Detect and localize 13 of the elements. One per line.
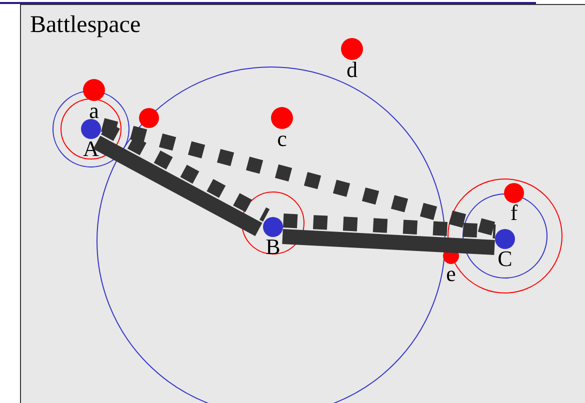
panel-background [20, 4, 585, 403]
point-label: c [277, 129, 287, 150]
point-label: C [498, 249, 512, 270]
point-label: d [346, 60, 358, 81]
point-label: B [266, 237, 280, 258]
point-label: A [83, 139, 99, 160]
point-label: f [510, 203, 518, 224]
route-line [93, 136, 262, 236]
panel-title: Battlespace [30, 13, 141, 37]
route-line [282, 229, 495, 255]
point-label: e [446, 264, 456, 285]
dashed-route-line [283, 214, 496, 238]
point-label: a [89, 101, 99, 122]
